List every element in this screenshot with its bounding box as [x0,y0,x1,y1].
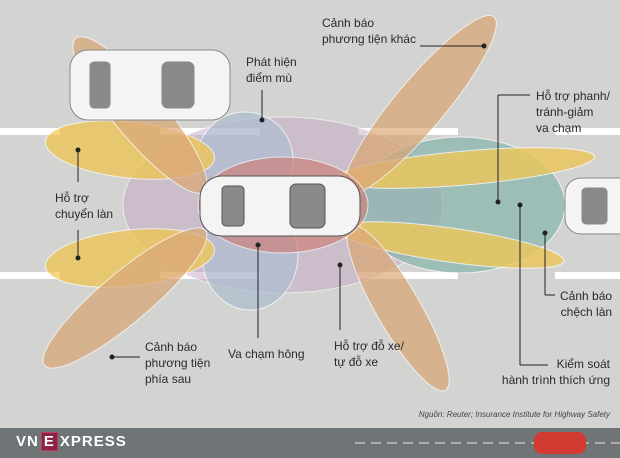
leader-lines [75,43,555,366]
label-parking-assist: Hỗ trợ đỗ xe/ tự đỗ xe [334,339,404,369]
label-blind-spot: Phát hiện điểm mù [246,55,297,85]
car-right [564,177,620,235]
label-lane-departure: Cảnh báo chệch làn [560,289,613,319]
label-side-collision: Va chạm hông [228,347,305,361]
source-note: Nguồn: Reuter; Insurance Institute for H… [418,410,610,419]
label-rear-vehicle-warning: Cảnh báo phương tiện phía sau [145,340,211,386]
zone-orange-bottom-left [42,227,208,369]
label-other-vehicle-warning: Cảnh báo phương tiện khác [322,16,416,46]
label-lane-change: Hỗ trợ chuyển làn [55,191,114,221]
car-top-left [69,49,231,121]
label-brake-assist: Hỗ trợ phanh/ tránh-giảm va chạm [536,89,610,135]
car-main [199,175,361,237]
label-adaptive-cruise: Kiểm soát hành trình thích ứng [501,357,610,387]
